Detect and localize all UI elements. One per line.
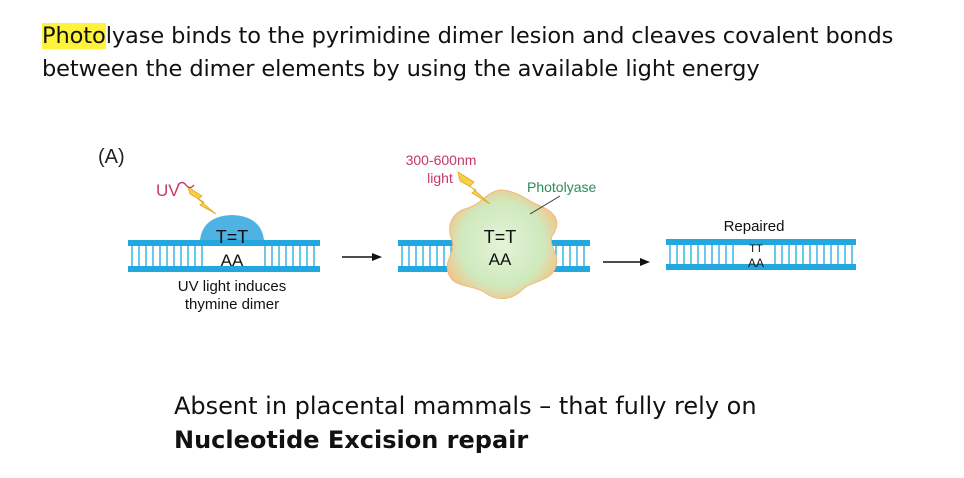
repaired-label: Repaired	[724, 218, 785, 235]
thymine-dimer-label: T=T	[216, 227, 249, 247]
arrow-right-icon	[342, 253, 382, 261]
dna-ladder-damaged	[128, 240, 320, 272]
step-photolyase-binding: 300-600nm light Photolyase T=T AA	[398, 152, 596, 299]
step-repaired: Repaired TT AA	[666, 218, 856, 270]
photolyase-enzyme	[446, 189, 558, 299]
intro-line1-rest: lyase binds to the pyrimidine dimer lesi…	[105, 23, 894, 49]
conclusion-text: Absent in placental mammals – that fully…	[174, 389, 934, 457]
lightning-bolt-icon	[187, 186, 217, 215]
intro-line2: between the dimer elements by using the …	[42, 56, 760, 82]
uv-wave	[177, 181, 195, 189]
light-label: light	[427, 170, 453, 186]
dna-strand-bottom	[666, 264, 856, 270]
conclusion-line1: Absent in placental mammals – that fully…	[174, 392, 757, 420]
adenine-pair-label: AA	[221, 251, 244, 270]
intro-text: Photolyase binds to the pyrimidine dimer…	[42, 20, 952, 86]
uv-label: UV	[156, 181, 180, 200]
arrow-right-icon	[603, 258, 650, 266]
repaired-bottom-bases: AA	[748, 256, 764, 270]
step1-caption-line1: UV light induces	[178, 278, 286, 295]
dna-strand-top	[666, 239, 856, 245]
step1-caption-line2: thymine dimer	[185, 296, 279, 313]
panel-label: (A)	[98, 146, 125, 168]
conclusion-line2: Nucleotide Excision repair	[174, 426, 529, 454]
dna-bulge	[200, 215, 264, 240]
lightning-bolt-icon	[457, 171, 491, 205]
bound-pair-label: AA	[489, 250, 512, 269]
highlighted-word: Photo	[42, 23, 106, 49]
dna-strand-bottom	[128, 266, 320, 272]
photolyase-label: Photolyase	[527, 179, 596, 195]
step-uv-damage: UV T=T AA UV light induces thymine dimer	[128, 181, 320, 313]
wavelength-label: 300-600nm	[406, 152, 477, 168]
repaired-top-bases: TT	[749, 243, 763, 255]
dna-ladder-repaired	[666, 239, 856, 270]
photolyase-pointer	[529, 195, 561, 215]
bound-dimer-label: T=T	[484, 227, 517, 247]
dna-strand-top	[128, 240, 320, 246]
